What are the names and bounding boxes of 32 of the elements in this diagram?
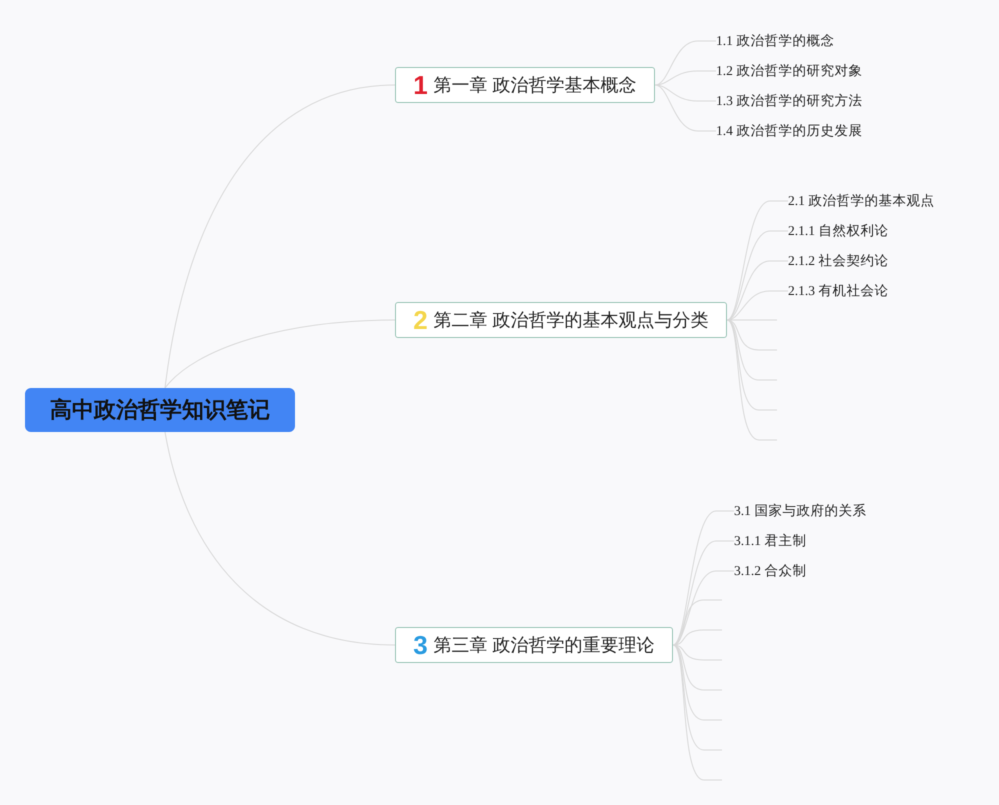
branch-line [672, 510, 734, 646]
subtopic-label: 1.1 政治哲学的概念 [716, 31, 834, 51]
subtopic-label: 3.1.1 君主制 [734, 531, 806, 551]
branch-line [164, 84, 396, 388]
chapter-title: 第一章 政治哲学基本概念 [434, 74, 637, 97]
subtopic-label: 1.2 政治哲学的研究对象 [716, 61, 862, 81]
subtopic-label: 2.1 政治哲学的基本观点 [788, 191, 934, 211]
branch-line [164, 432, 396, 646]
subtopic-label: 2.1.2 社会契约论 [788, 251, 888, 271]
branch-line [726, 320, 778, 440]
chapter-title: 第三章 政治哲学的重要理论 [434, 634, 655, 657]
central-topic-box [25, 388, 295, 432]
subtopic-label: 2.1.3 有机社会论 [788, 281, 888, 301]
subtopic-label: 3.1 国家与政府的关系 [734, 501, 866, 521]
chapter-number: 3 [413, 632, 428, 658]
subtopic-label: 1.3 政治哲学的研究方法 [716, 91, 862, 111]
subtopic-label: 1.4 政治哲学的历史发展 [716, 121, 862, 141]
chapter-number: 2 [413, 307, 428, 333]
central-topic-text: 高中政治哲学知识笔记 [50, 396, 270, 424]
branch-line [164, 320, 396, 388]
branch-line [654, 40, 716, 86]
chapter-title: 第二章 政治哲学的基本观点与分类 [434, 309, 709, 332]
chapter-number: 1 [413, 72, 428, 98]
chapter-box [395, 67, 655, 103]
branch-line [654, 70, 716, 86]
branch-line [672, 644, 722, 780]
subtopic-label: 2.1.1 自然权利论 [788, 221, 888, 241]
chapter-box [395, 627, 673, 663]
branch-line [654, 84, 716, 132]
chapter-box [395, 302, 727, 338]
branch-line [726, 260, 788, 320]
subtopic-label: 3.1.2 合众制 [734, 561, 806, 581]
